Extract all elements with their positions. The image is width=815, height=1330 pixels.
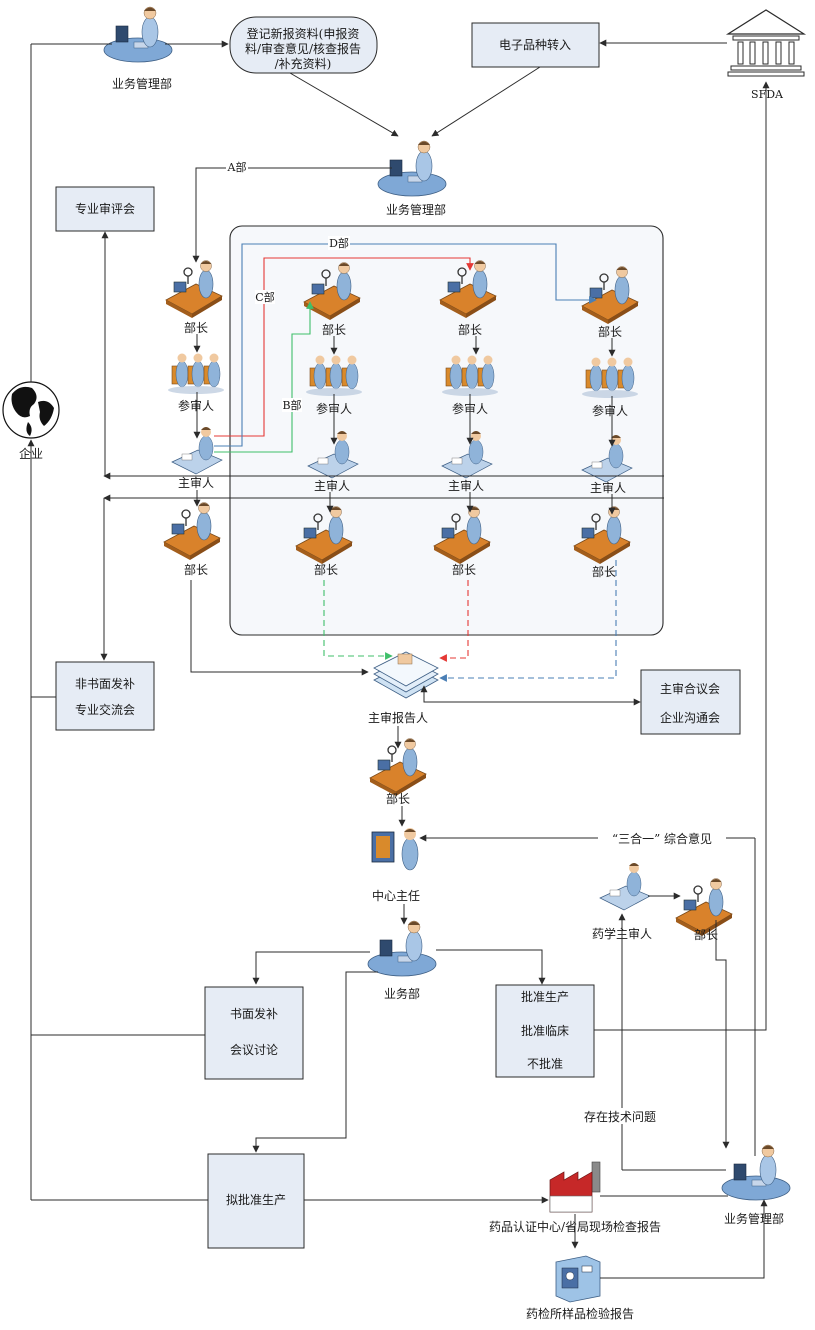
head-label: 部长 <box>694 927 718 942</box>
meeting-box <box>640 669 741 735</box>
center-director-label: 中心主任 <box>372 888 420 903</box>
proposed-label: 拟批准生产 <box>226 1192 286 1207</box>
edge-approve-to-sfda <box>594 81 770 1031</box>
edge <box>715 920 730 1149</box>
non-written-box <box>55 661 155 731</box>
person-at-desk-icon <box>165 259 223 319</box>
biz-mgmt-top-label: 业务管理部 <box>112 76 172 91</box>
sfda-label: SFDA <box>751 88 784 101</box>
meeting-line-1: 主审合议会 <box>660 681 720 696</box>
participants-label: 参审人 <box>592 403 628 418</box>
approve-line-2: 批准临床 <box>521 1023 569 1038</box>
electronic-transfer-box <box>471 22 600 68</box>
factory-icon <box>549 1161 601 1213</box>
expert-review-label: 专业审评会 <box>75 201 135 216</box>
edge-register-to-mgmt <box>289 72 399 137</box>
register-line-3: /补充资料) <box>275 56 332 71</box>
dept-c-label: C部 <box>255 290 274 304</box>
edge-dept-b <box>214 301 314 453</box>
reviewer-group-icon <box>167 353 225 395</box>
lab-report-label: 药检所样品检验报告 <box>526 1306 634 1321</box>
approve-line-3: 不批准 <box>527 1056 563 1071</box>
meeting-line-2: 企业沟通会 <box>660 710 720 725</box>
register-box <box>229 16 378 74</box>
presentation-board-icon <box>371 828 419 871</box>
three-in-one-label: “三合一” 综合意见 <box>612 831 712 846</box>
approve-line-1: 批准生产 <box>521 989 569 1004</box>
dept-d-label: D部 <box>329 236 349 250</box>
written-box <box>204 986 304 1080</box>
register-line-1: 登记新报资料(申报资 <box>247 26 360 41</box>
edge-head-to-report <box>190 580 369 676</box>
edge-dept-d <box>214 243 597 447</box>
approve-box <box>495 984 595 1078</box>
primary-reviewer-label: 主审人 <box>178 475 214 490</box>
electronic-transfer-label: 电子品种转入 <box>499 37 571 52</box>
dept-b-label: B部 <box>282 398 301 412</box>
person-with-headset-icon <box>721 1144 791 1201</box>
edge-dept-a <box>192 167 392 263</box>
head-label: 部长 <box>452 562 476 577</box>
head-label: 部长 <box>598 324 622 339</box>
biz-dept-label: 业务部 <box>384 986 420 1001</box>
tech-issue-label: 存在技术问题 <box>584 1110 656 1124</box>
person-at-desk-icon <box>163 501 221 561</box>
head-label: 部长 <box>314 562 338 577</box>
primary-reviewer-label: 主审人 <box>590 480 626 495</box>
biz-mgmt-mid-label: 业务管理部 <box>386 202 446 217</box>
edge-to-approve <box>436 949 546 985</box>
written-line-1: 书面发补 <box>230 1006 278 1021</box>
register-line-2: 料/审查意见/核查报告 <box>245 41 361 56</box>
primary-reviewer-label: 主审人 <box>314 478 350 493</box>
person-with-headset-icon <box>367 920 437 977</box>
globe-icon <box>2 381 60 439</box>
lab-instrument-icon <box>555 1255 601 1303</box>
head-label: 部长 <box>458 322 482 337</box>
edge-b-head-to-report <box>323 580 393 660</box>
proposed-box <box>207 1153 305 1249</box>
head-label: 部长 <box>386 791 410 806</box>
written-line-2: 会议讨论 <box>230 1043 278 1057</box>
head-label: 部长 <box>322 322 346 337</box>
non-written-line-2: 专业交流会 <box>75 702 135 717</box>
non-written-line-1: 非书面发补 <box>75 676 135 691</box>
participants-label: 参审人 <box>178 398 214 413</box>
person-with-headset-icon <box>103 6 173 63</box>
biz-mgmt-bottom-label: 业务管理部 <box>724 1211 784 1226</box>
primary-reviewer-icon <box>599 862 651 911</box>
primary-reviewer-label: 主审人 <box>448 478 484 493</box>
head-label: 部长 <box>592 564 616 579</box>
head-label: 部长 <box>184 562 208 577</box>
edge-to-written <box>252 951 370 985</box>
document-stack-icon <box>373 651 439 699</box>
edge-d-head-to-report <box>439 560 617 682</box>
edge-to-proposed <box>252 971 378 1153</box>
edge-c-head-to-report <box>439 580 469 662</box>
edge-dept-c <box>214 257 474 437</box>
edge-report-meeting <box>420 685 641 706</box>
report-person-label: 主审报告人 <box>368 710 428 725</box>
head-label: 部长 <box>184 320 208 335</box>
expert-review-box <box>55 186 155 232</box>
edge <box>600 1199 768 1279</box>
government-building-icon <box>725 9 807 77</box>
edge-electronic-to-mgmt <box>431 66 541 137</box>
dept-a-label: A部 <box>227 160 247 174</box>
